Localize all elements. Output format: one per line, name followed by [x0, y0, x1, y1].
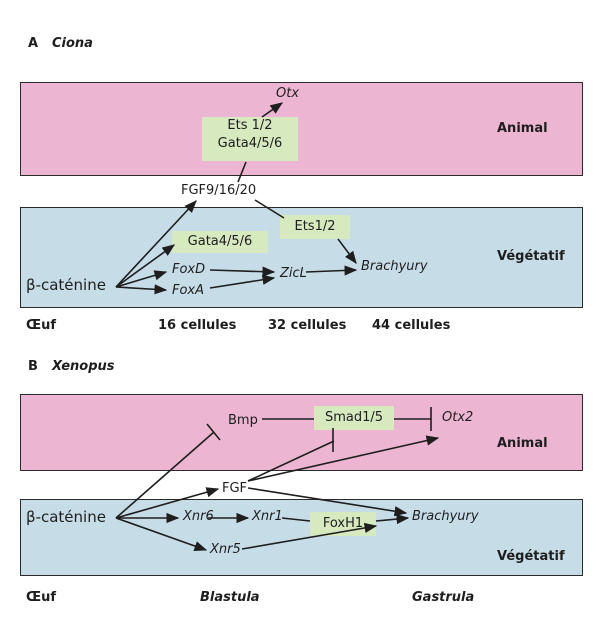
panel-a-stage-egg: Œuf — [26, 318, 57, 333]
panel-b-letter: B — [28, 359, 38, 374]
panel-b-xnr6: Xnr6 — [183, 509, 214, 524]
panel-b-stage-blastula: Blastula — [200, 590, 260, 605]
panel-a-gata-box: Gata4/5/6 — [172, 231, 268, 253]
panel-b-otx2: Otx2 — [442, 410, 474, 425]
panel-b-species: Xenopus — [52, 359, 115, 374]
panel-a-zicl: ZicL — [280, 266, 307, 281]
line-b-xnr1-to-foxh1 — [281, 517, 311, 522]
panel-b-animal-label: Animal — [497, 436, 548, 451]
panel-a-species: Ciona — [52, 36, 93, 51]
panel-a-ets-box: Ets1/2 — [280, 215, 350, 239]
arrow-a-ets-to-brachyury — [337, 238, 357, 265]
panel-a-animal-label: Animal — [497, 121, 548, 136]
arrow-a-catenin-to-fgf — [115, 200, 197, 288]
line-a-fgf-to-ets — [254, 199, 285, 219]
arrow-b-fgf-to-brachyury — [247, 487, 408, 517]
panel-b-stage-egg: Œuf — [26, 590, 57, 605]
panel-b-stage-gastrula: Gastrula — [412, 590, 475, 605]
panel-a-animal-band — [20, 82, 583, 176]
panel-b-vegetal-label: Végétatif — [497, 549, 565, 564]
panel-a-beta-catenin: β-caténine — [26, 276, 106, 294]
arrow-a-box-to-otx — [261, 102, 284, 118]
panel-a-stage-16: 16 cellules — [158, 318, 237, 333]
arrow-a-zicl-to-brachyury — [305, 265, 358, 276]
panel-a-otx: Otx — [276, 86, 300, 101]
arrow-a-foxa-to-zicl — [209, 274, 276, 289]
inhibit-b-catenin-to-bmp — [115, 431, 215, 519]
arrow-b-catenin-to-fgf — [115, 487, 220, 519]
panel-a-foxa: FoxA — [172, 283, 205, 298]
arrow-a-catenin-to-foxa — [115, 284, 168, 295]
arrow-b-fgf-to-otx2 — [247, 435, 440, 482]
arrow-b-catenin-to-xnr5 — [115, 517, 208, 551]
panel-b-beta-catenin: β-caténine — [26, 508, 106, 526]
arrow-a-foxd-to-zicl — [209, 266, 276, 277]
panel-a-letter: A — [28, 36, 39, 51]
panel-a-ets-gata-line1: Ets 1/2 — [227, 118, 273, 133]
arrow-b-foxh1-to-brachyury — [375, 513, 410, 525]
panel-b-smad-box: Smad1/5 — [314, 406, 394, 430]
panel-a-foxd: FoxD — [172, 262, 206, 277]
panel-b-vegetal-band — [20, 499, 583, 576]
panel-b-xnr5: Xnr5 — [210, 542, 241, 557]
panel-a-vegetal-label: Végétatif — [497, 249, 565, 264]
panel-a-vegetal-band — [20, 207, 583, 308]
line-a-fgf-to-box — [237, 161, 247, 183]
panel-a-stage-32: 32 cellules — [268, 318, 347, 333]
panel-b-fgf: FGF — [222, 481, 248, 496]
panel-a-ets-gata-box: Ets 1/2 Gata4/5/6 — [202, 117, 298, 161]
panel-b-brachyury: Brachyury — [412, 509, 479, 524]
arrow-a-catenin-to-gata — [115, 244, 176, 288]
panel-b-animal-band — [20, 394, 583, 471]
panel-b-xnr1: Xnr1 — [252, 509, 283, 524]
arrow-a-catenin-to-foxd — [115, 270, 168, 288]
panel-b-bmp: Bmp — [228, 413, 258, 428]
inhibit-b-fgf-to-smad — [247, 440, 335, 482]
arrow-b-xnr5-to-foxh1 — [241, 522, 378, 550]
panel-a-brachyury: Brachyury — [361, 259, 428, 274]
inhibit-b-catenin-to-bmp-bar — [206, 423, 221, 441]
panel-a-ets-gata-line2: Gata4/5/6 — [217, 136, 283, 151]
panel-a-stage-44: 44 cellules — [372, 318, 451, 333]
panel-a-fgf: FGF9/16/20 — [181, 183, 257, 198]
